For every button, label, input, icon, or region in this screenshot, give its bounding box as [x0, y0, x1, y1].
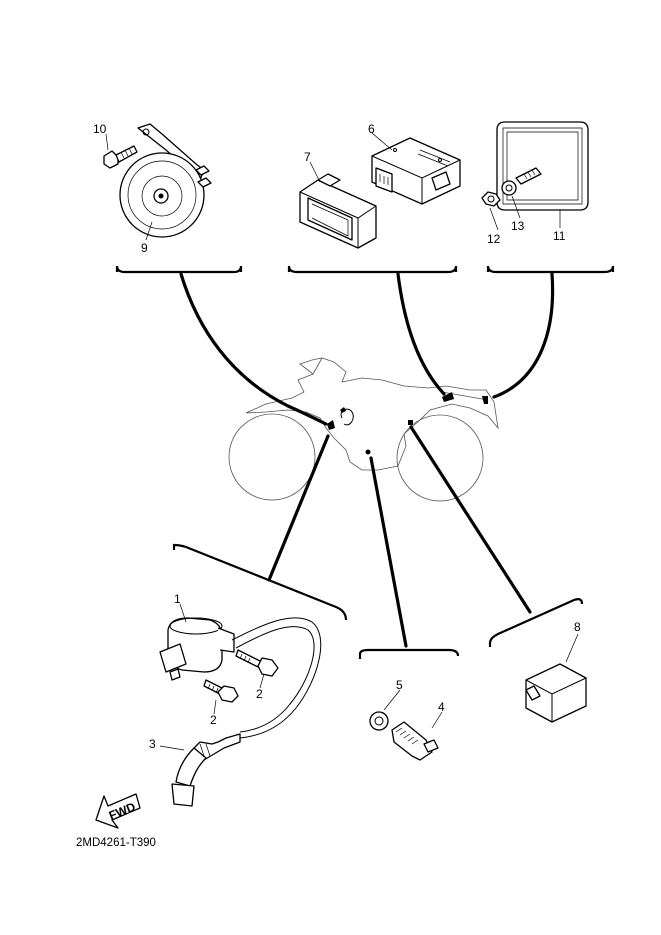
location-markers — [327, 392, 488, 455]
callout-12: 12 — [487, 232, 501, 246]
drawing-code: 2MD4261-T390 — [76, 837, 156, 849]
motorcycle-outline — [228, 357, 499, 502]
callout-2a: 2 — [256, 687, 263, 701]
ignition-coil-part-1 — [159, 617, 322, 739]
callout-6: 6 — [368, 122, 375, 136]
callout-3: 3 — [149, 737, 156, 751]
washer-part-13 — [501, 180, 517, 196]
bolt-part-10 — [103, 145, 138, 169]
leader-lines — [179, 272, 555, 648]
callout-1: 1 — [174, 592, 181, 606]
spark-plug-cap-part-3 — [171, 733, 241, 807]
callout-10: 10 — [93, 122, 107, 136]
callout-9: 9 — [141, 241, 148, 255]
cover-part-7 — [299, 173, 377, 249]
bolt-part-2-lower — [203, 679, 239, 703]
reflector-part-11 — [496, 121, 589, 211]
bolt-part-2-upper — [235, 649, 279, 677]
callout-11: 11 — [553, 229, 566, 243]
relay-part-6 — [371, 137, 461, 205]
callout-4: 4 — [438, 700, 445, 714]
callout-5: 5 — [396, 678, 403, 692]
flasher-relay-part-8 — [525, 663, 587, 723]
callout-13: 13 — [511, 219, 525, 233]
callout-2b: 2 — [210, 713, 217, 727]
nut-part-12 — [481, 191, 501, 207]
callout-7: 7 — [304, 150, 311, 164]
fwd-label: FWD — [107, 799, 138, 822]
callout-8: 8 — [574, 620, 581, 634]
switch-part-4 — [391, 721, 439, 761]
fwd-arrow-icon: FWD — [95, 793, 141, 829]
callout-labels: 1 2 2 3 4 5 6 7 8 9 10 11 12 13 — [93, 122, 581, 751]
horn-part-9 — [119, 123, 212, 238]
group-brackets — [115, 265, 615, 659]
gasket-part-5 — [369, 711, 389, 731]
